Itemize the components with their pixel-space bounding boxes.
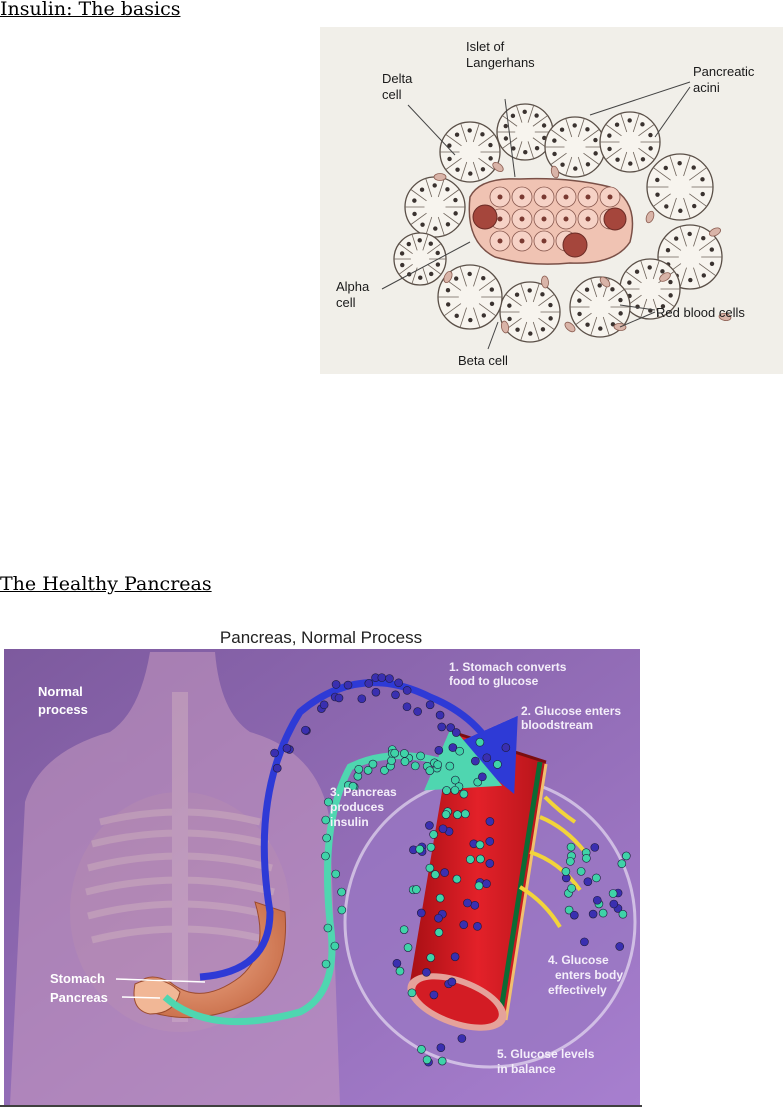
islet-of-langerhans-label: Islet of Langerhans (466, 39, 535, 70)
normal-process-label: Normal process (38, 684, 88, 717)
step-4-label: 4. Glucose enters body effectively (548, 953, 626, 997)
islet-of-langerhans-illustration: Delta cell Islet of Langerhans Pancreati… (320, 27, 783, 374)
pancreas-normal-process-illustration: Pancreas, Normal Process (0, 628, 642, 1107)
step-2-label: 2. Glucose enters bloodstream (521, 704, 624, 732)
stomach-label: Stomach (50, 971, 105, 986)
section-heading-insulin-basics: Insulin: The basics (0, 0, 181, 20)
blood-vessel (407, 730, 548, 1031)
pancreas-label: Pancreas (50, 990, 108, 1005)
delta-cell (472, 204, 498, 230)
pancreatic-acini-label: Pancreatic acini (693, 64, 758, 95)
section-heading-healthy-pancreas: The Healthy Pancreas (0, 573, 212, 595)
red-blood-cells-label: Red blood cells (656, 305, 745, 320)
figure-title: Pancreas, Normal Process (220, 628, 422, 647)
delta-cell-label: Delta cell (382, 71, 416, 102)
alpha-cell (562, 232, 588, 258)
glucose-absorption-arrows (518, 795, 587, 929)
islet-cell-cluster (468, 177, 634, 265)
red-blood-cells (433, 162, 732, 334)
glucose-flow-arrow (199, 679, 518, 981)
glucose-insulin-molecules (270, 673, 631, 1067)
alpha-cell-label: Alpha cell (336, 279, 373, 310)
step-5-label: 5. Glucose levels in balance (497, 1047, 598, 1076)
beta-cell-label: Beta cell (458, 353, 508, 368)
step-3-label: 3. Pancreas produces insulin (330, 785, 400, 829)
step-1-label: 1. Stomach converts food to glucose (449, 660, 570, 688)
insulin-flow-arrow (162, 726, 503, 1026)
pancreatic-acini-cluster (393, 103, 723, 343)
